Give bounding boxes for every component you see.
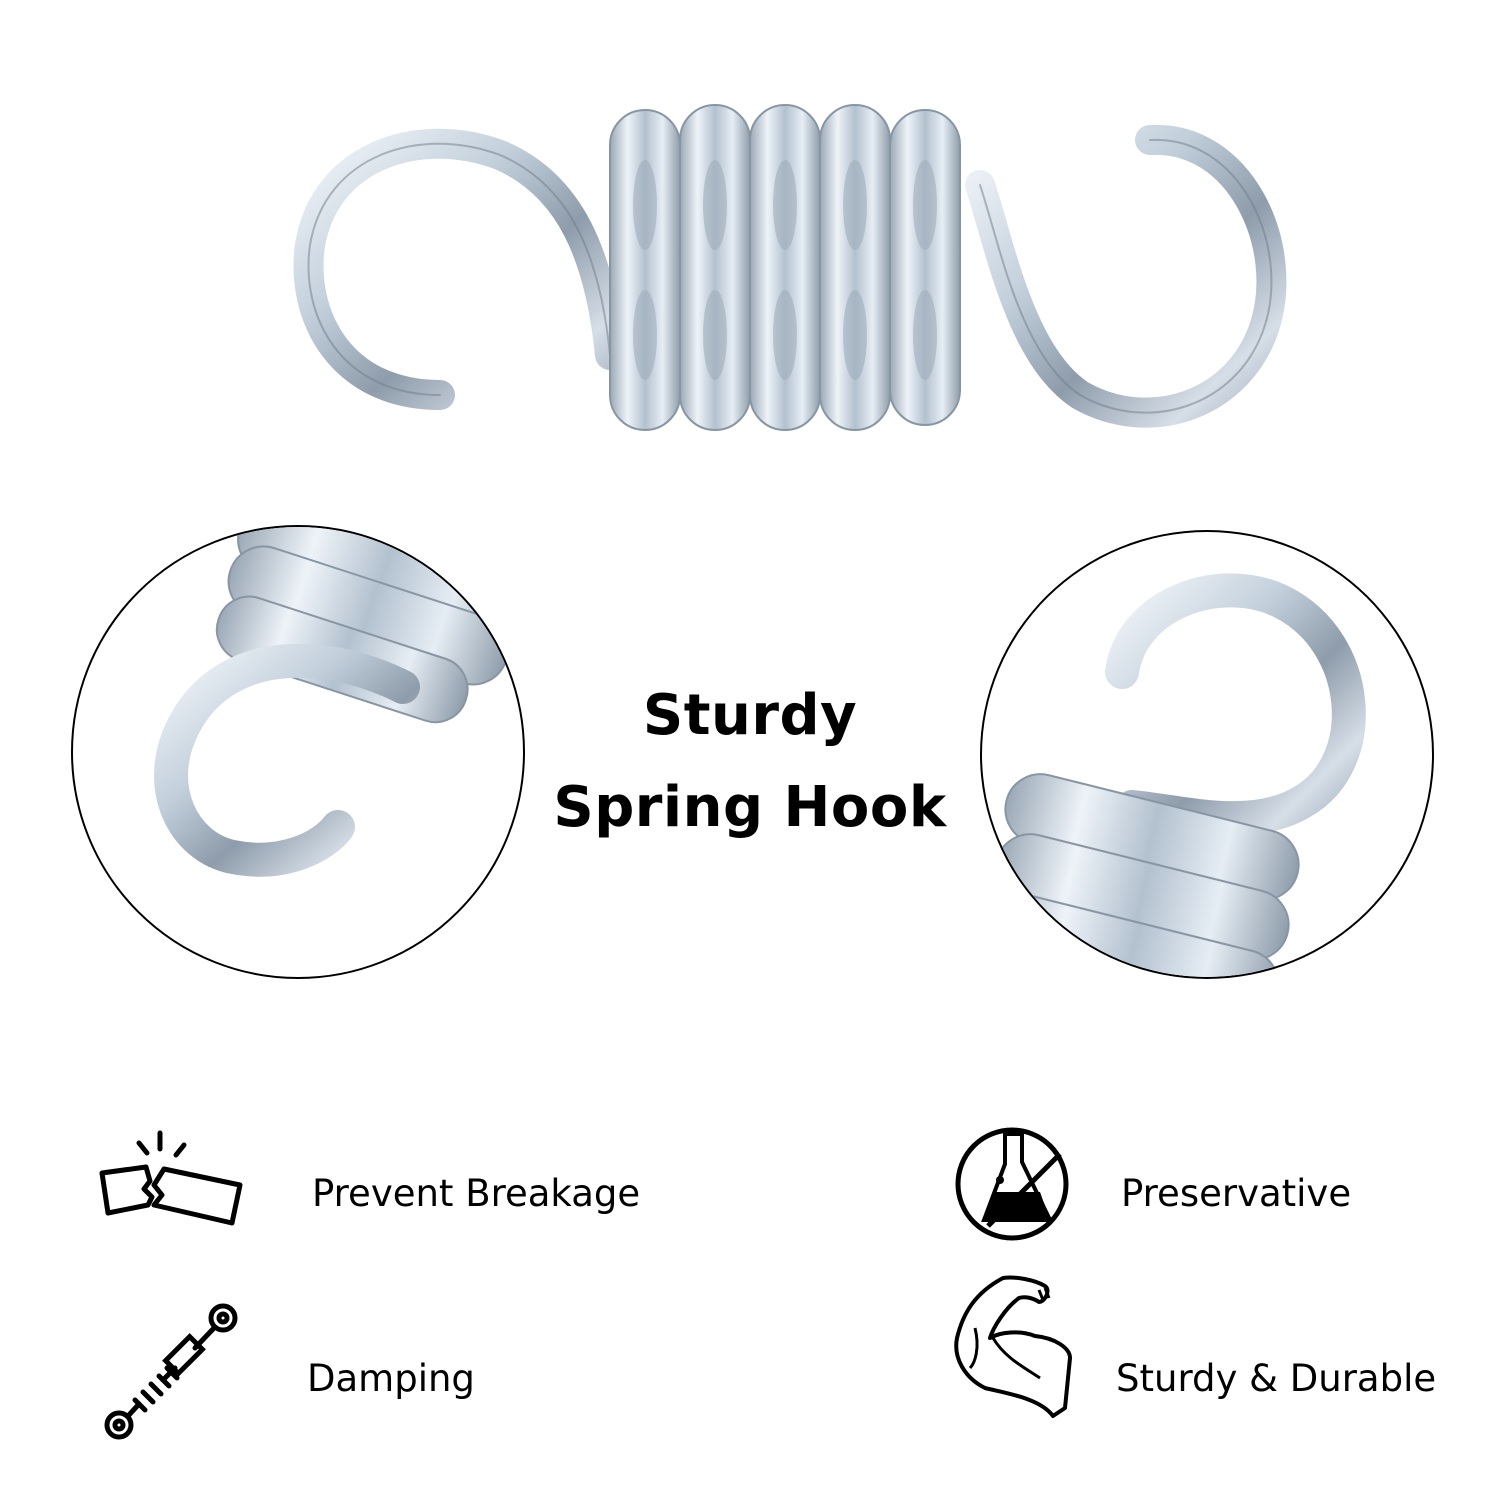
feature-label-prevent-breakage: Prevent Breakage [312,1172,641,1215]
feature-label-damping: Damping [307,1357,475,1400]
detail-left-circle [71,525,525,979]
shock-absorber-icon [95,1300,255,1440]
headline-line-2: Spring Hook [553,775,947,840]
flexed-arm-icon [945,1268,1105,1418]
feature-label-sturdy-durable: Sturdy & Durable [1116,1357,1437,1400]
detail-right-circle [980,530,1434,979]
spring-hook-product-image [280,95,1300,455]
broken-block-icon [92,1125,252,1265]
headline-line-1: Sturdy [642,683,858,748]
headline: Sturdy Spring Hook [520,670,980,854]
no-chemical-flask-icon [950,1122,1110,1262]
feature-label-preservative: Preservative [1121,1172,1352,1215]
